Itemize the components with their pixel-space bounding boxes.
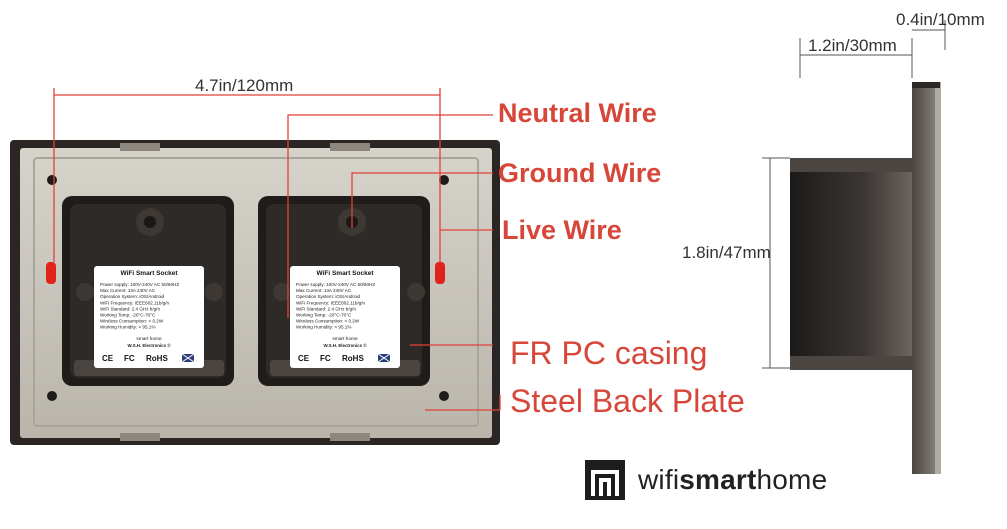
spec-card-title: WiFi Smart Socket: [120, 270, 178, 277]
back-plate-label: Steel Back Plate: [510, 383, 745, 419]
spec-card-line: Wireless Consumption: < 0.2W: [296, 319, 360, 324]
spec-card-background: [290, 266, 400, 368]
certification-mark: CE: [298, 354, 310, 363]
spec-card-line: Operation System: iOS/Android: [100, 294, 165, 299]
ground-wire-label: Ground Wire: [498, 158, 662, 188]
brand-suffix: home: [756, 464, 828, 495]
spec-card-line: Max Current: 13A 240V AC: [296, 288, 352, 293]
depth-dimension: 1.2in/30mm: [808, 36, 897, 55]
certification-mark: RoHS: [342, 354, 364, 363]
brand-bold: smart: [679, 464, 757, 495]
spec-card-line: Working Humidity: < 95.1%: [296, 325, 351, 330]
spec-card-line: WiFi Standard: 2.4 GHz b/g/n: [100, 306, 160, 311]
width-dimension: 4.7in/120mm: [195, 76, 294, 95]
spec-card-title: WiFi Smart Socket: [316, 270, 374, 277]
spec-card-brand: smart home: [332, 336, 358, 342]
wifi-smart-home-logo-mark: [585, 460, 625, 500]
spec-card-background: [94, 266, 204, 368]
spec-card-maker: W.S.H. Electronics ©: [323, 343, 367, 348]
brand-prefix: wifi: [638, 464, 680, 495]
left-terminal-marker: [46, 262, 56, 284]
neutral-wire-label: Neutral Wire: [498, 98, 657, 128]
spec-card-line: Operation System: iOS/Android: [296, 294, 361, 299]
certification-mark: FC: [320, 354, 331, 363]
spec-card-maker: W.S.H. Electronics ©: [127, 343, 171, 348]
spec-card-line: WiFi Standard: 2.4 GHz b/g/n: [296, 306, 356, 311]
casing-label: FR PC casing: [510, 335, 708, 371]
spec-card-line: Max Current: 13A 240V AC: [100, 288, 156, 293]
spec-card-line: Working Temp: -20°C-70°C: [100, 313, 156, 318]
certification-mark: CE: [102, 354, 114, 363]
back-box: [790, 158, 912, 370]
certification-mark: RoHS: [146, 354, 168, 363]
brand-wordmark: wifismarthome: [630, 460, 827, 500]
spec-card-line: Wireless Consumption: < 0.2W: [100, 319, 164, 324]
thickness-dimension: 0.4in/10mm: [896, 10, 985, 29]
spec-card-line: WiFi Frequency: IEEE802.11b/g/n: [296, 300, 366, 305]
live-wire-label: Live Wire: [502, 215, 622, 245]
spec-card-line: WiFi Frequency: IEEE802.11b/g/n: [100, 300, 170, 305]
spec-card-brand: smart home: [136, 336, 162, 342]
spec-card-line: Power supply: 100V-240V AC 50/60HZ: [100, 282, 179, 287]
leader-lines: [53, 88, 501, 411]
spec-card-line: Working Temp: -20°C-70°C: [296, 313, 352, 318]
side-view: [762, 20, 946, 474]
spec-card-line: Working Humidity: < 95.1%: [100, 325, 155, 330]
spec-card-line: Power supply: 100V-240V AC 50/60HZ: [296, 282, 375, 287]
right-terminal-marker: [435, 262, 445, 284]
certification-mark: FC: [124, 354, 135, 363]
height-dimension: 1.8in/47mm: [682, 243, 771, 262]
